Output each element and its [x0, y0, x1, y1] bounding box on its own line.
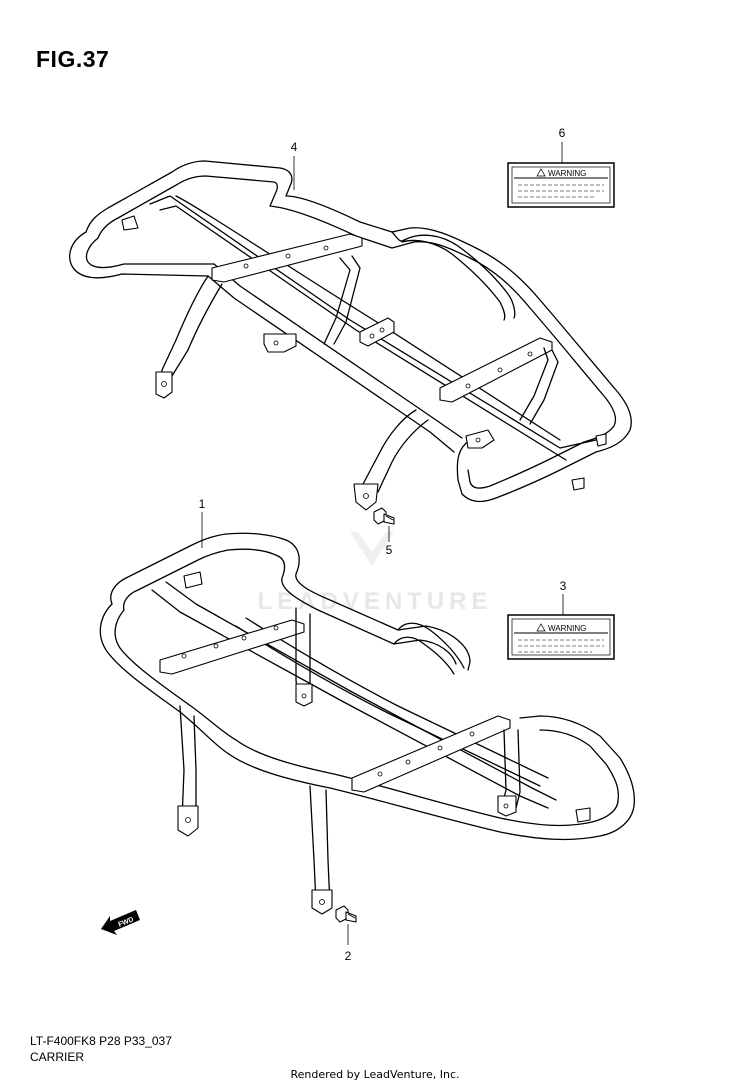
callout-2: 2 [345, 949, 352, 963]
callout-5: 5 [386, 543, 393, 557]
figure-code: LT-F400FK8 P28 P33_037 [30, 1034, 172, 1048]
warning-triangle-icon [536, 168, 546, 177]
callout-4: 4 [291, 140, 298, 154]
callout-3: 3 [560, 579, 567, 593]
watermark-text: LEADVENTURE [257, 588, 492, 615]
warning-label-part-3[interactable]: WARNING [507, 614, 615, 660]
figure-name: CARRIER [30, 1050, 85, 1064]
bolt-part-2[interactable] [335, 905, 357, 923]
front-carrier-part-1[interactable] [99, 532, 636, 915]
label-6-warning-text: WARNING [548, 169, 586, 178]
callout-1: 1 [199, 497, 206, 511]
forward-direction-arrow: FWD [101, 910, 140, 935]
warning-label-part-6[interactable]: WARNING [507, 162, 615, 208]
rendered-by-credit: Rendered by LeadVenture, Inc. [290, 1068, 460, 1081]
fwd-arrow-icon [101, 910, 140, 935]
bolt-part-5[interactable] [373, 507, 395, 525]
label-3-warning-text: WARNING [548, 624, 586, 633]
warning-triangle-icon [536, 623, 546, 632]
callout-6: 6 [559, 126, 566, 140]
figure-title: FIG.37 [36, 46, 110, 72]
rear-carrier-part-4[interactable] [69, 160, 632, 511]
